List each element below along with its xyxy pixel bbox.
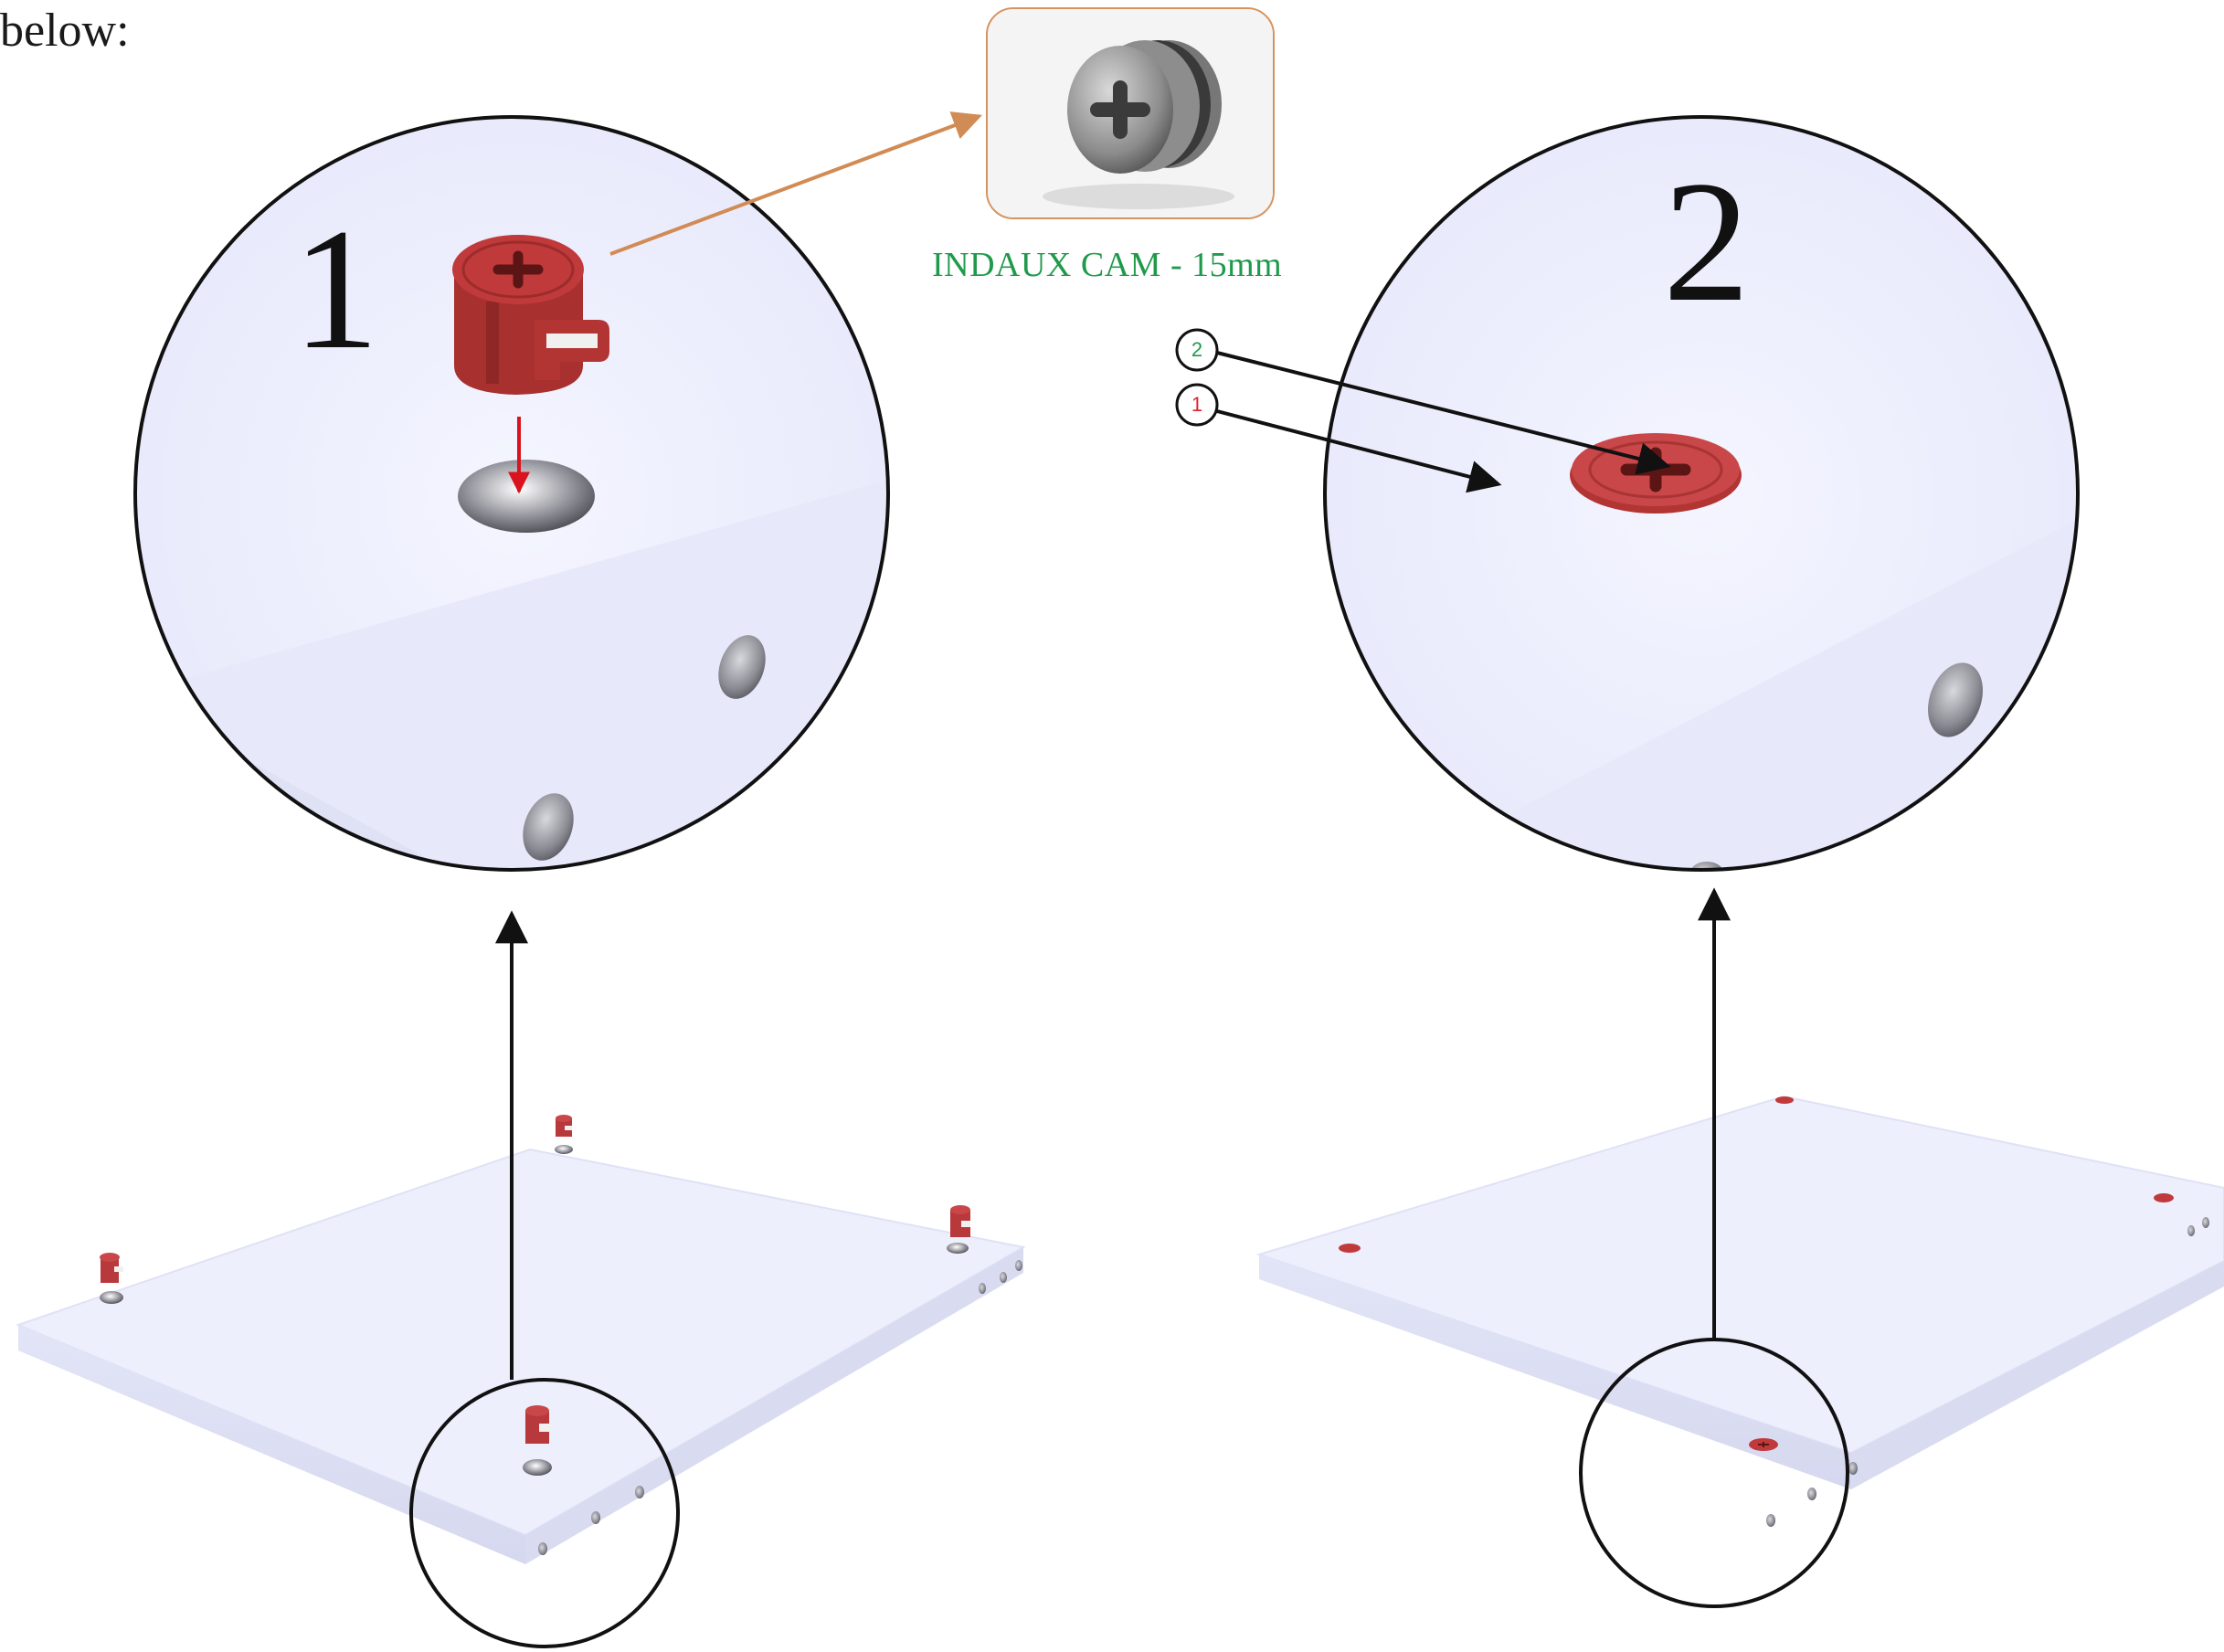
panel-right: [1255, 1095, 2224, 1527]
reference-leader: [609, 111, 982, 256]
panel-left: [16, 1115, 1026, 1564]
cam-lock-icon: [950, 1205, 970, 1237]
callout-1-leader: [1216, 409, 1502, 493]
cam-lock-icon: [556, 1115, 572, 1137]
cam-lock-icon: [452, 235, 609, 395]
callout-2-circle: [1175, 328, 1219, 372]
callout-2-leader: [1216, 351, 1671, 475]
callout-1-label: 1: [1191, 393, 1203, 416]
zoom-circle-icon: [409, 1378, 680, 1648]
reference-photo: [986, 7, 1275, 219]
detail-circle-1: [133, 115, 890, 872]
cam-hole: [458, 460, 595, 533]
step-number-1: 1: [292, 194, 379, 386]
callout-2-label: 2: [1191, 338, 1203, 361]
reference-caption: INDAUX CAM - 15mm: [932, 246, 1283, 284]
callout-1-circle: [1175, 383, 1219, 427]
cam-lock-icon: [100, 1253, 123, 1283]
detail-circle-2: [1323, 115, 2080, 872]
cam-lock-icon: [1067, 40, 1222, 174]
cam-lock-icon: [1570, 433, 1742, 514]
intro-text: below:: [0, 5, 130, 57]
step-number-2: 2: [1663, 146, 1750, 338]
cam-lock-icon: [525, 1405, 551, 1444]
